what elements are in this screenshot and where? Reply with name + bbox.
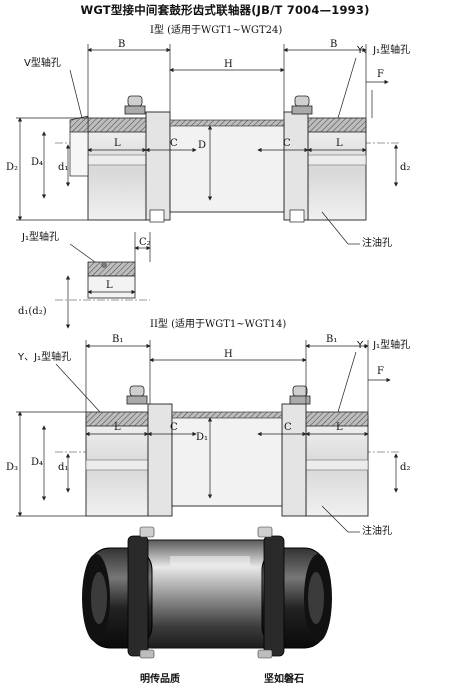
- type2-yj1-hole-label-left: Y、J₁型轴孔: [17, 350, 71, 363]
- type1-drawing: I型 (适用于WGT1~WGT24): [6, 23, 410, 249]
- type1-dim-d2: d₂: [400, 162, 410, 173]
- type2-bolt-right: [289, 385, 311, 405]
- j1-detail: J₁型轴孔 C₂ L d₁(d₂): [18, 230, 151, 329]
- type1-dim-H: H: [224, 59, 233, 70]
- type2-dim-C-right: C: [284, 422, 292, 433]
- caption-left: 明传品质: [140, 674, 180, 685]
- type1-bolt-right: [291, 95, 313, 115]
- type1-dim-d1: d₁: [58, 162, 68, 173]
- type2-dim-C-left: C: [170, 422, 178, 433]
- type2-yj1-hole-label-right: Y、J₁型轴孔: [356, 338, 410, 351]
- j1-dim-d1-d2: d₁(d₂): [18, 306, 47, 317]
- type2-bolt-left: [126, 385, 148, 405]
- type1-dim-D: D: [198, 140, 206, 151]
- page-title: WGT型接中间套鼓形齿式联轴器(JB/T 7004—1993): [80, 3, 370, 17]
- type1-right-hub: [283, 111, 367, 223]
- type2-dim-H: H: [224, 349, 233, 360]
- type1-oil-hole-label: 注油孔: [362, 236, 392, 249]
- type1-left-hub: [87, 111, 171, 223]
- type2-dim-d2: d₂: [400, 462, 410, 473]
- type2-dim-L-right: L: [336, 422, 343, 433]
- caption-right: 坚如磐石: [264, 674, 304, 685]
- type2-dim-D1: D₁: [196, 432, 208, 443]
- type1-dim-B-left: B: [118, 39, 125, 50]
- product-photo: [82, 526, 332, 659]
- type2-left-hub: [85, 403, 173, 517]
- type1-dim-C-left: C: [170, 138, 178, 149]
- type2-dim-d1: d₁: [58, 462, 68, 473]
- type1-dim-D4: D₄: [31, 157, 43, 168]
- type1-heading: I型 (适用于WGT1~WGT24): [150, 23, 282, 36]
- type1-dim-L-left: L: [114, 138, 121, 149]
- type2-dim-L-left: L: [114, 422, 121, 433]
- type2-dim-D4: D₄: [31, 457, 43, 468]
- type1-sleeve: [169, 121, 285, 213]
- type2-sleeve: [171, 413, 283, 507]
- type1-dim-L-right: L: [336, 138, 343, 149]
- type2-dim-D3: D₃: [6, 462, 18, 473]
- type1-dim-F: F: [377, 69, 384, 80]
- j1-detail-label: J₁型轴孔: [21, 230, 59, 243]
- type1-dim-D2: D₂: [6, 162, 18, 173]
- j1-dim-L: L: [106, 280, 113, 291]
- type2-dim-F: F: [377, 366, 384, 377]
- type2-drawing: II型 (适用于WGT1~WGT14) B₁: [6, 317, 410, 537]
- j1-dim-C2: C₂: [139, 237, 151, 248]
- type2-right-hub: [281, 403, 369, 517]
- type2-dim-B1-right: B₁: [326, 334, 337, 345]
- type1-bolt-left: [124, 95, 146, 115]
- type1-yj1-hole-label: Y、J₁型轴孔: [356, 43, 410, 56]
- type2-oil-hole-label: 注油孔: [362, 524, 392, 537]
- type2-dim-B1-left: B₁: [112, 334, 123, 345]
- type1-v-hole-label: V型轴孔: [24, 56, 61, 69]
- type2-heading: II型 (适用于WGT1~WGT14): [150, 317, 286, 330]
- type1-dim-C-right: C: [283, 138, 291, 149]
- type1-dim-B-right: B: [330, 39, 337, 50]
